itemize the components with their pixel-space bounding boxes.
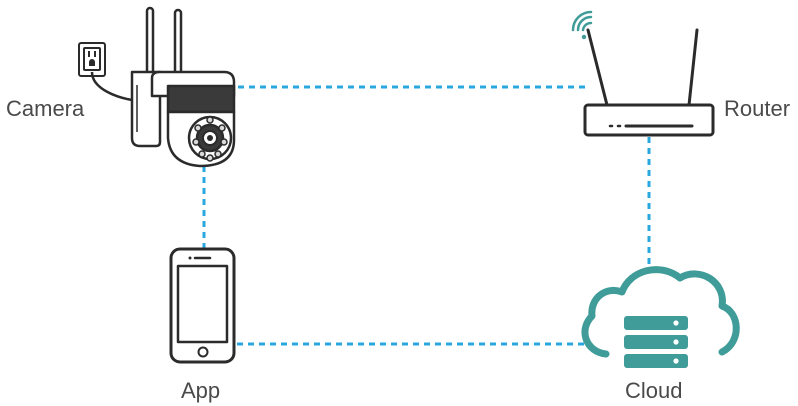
connection-lines — [204, 87, 649, 344]
router-icon — [585, 30, 713, 135]
cloud-label: Cloud — [625, 380, 682, 402]
app-label: App — [181, 380, 220, 402]
power-outlet-icon — [79, 43, 132, 100]
smartphone-icon — [171, 249, 234, 362]
camera-label: Camera — [6, 98, 84, 120]
camera-icon — [132, 8, 234, 166]
router-label: Router — [724, 98, 790, 120]
cloud-server-icon — [585, 270, 736, 368]
